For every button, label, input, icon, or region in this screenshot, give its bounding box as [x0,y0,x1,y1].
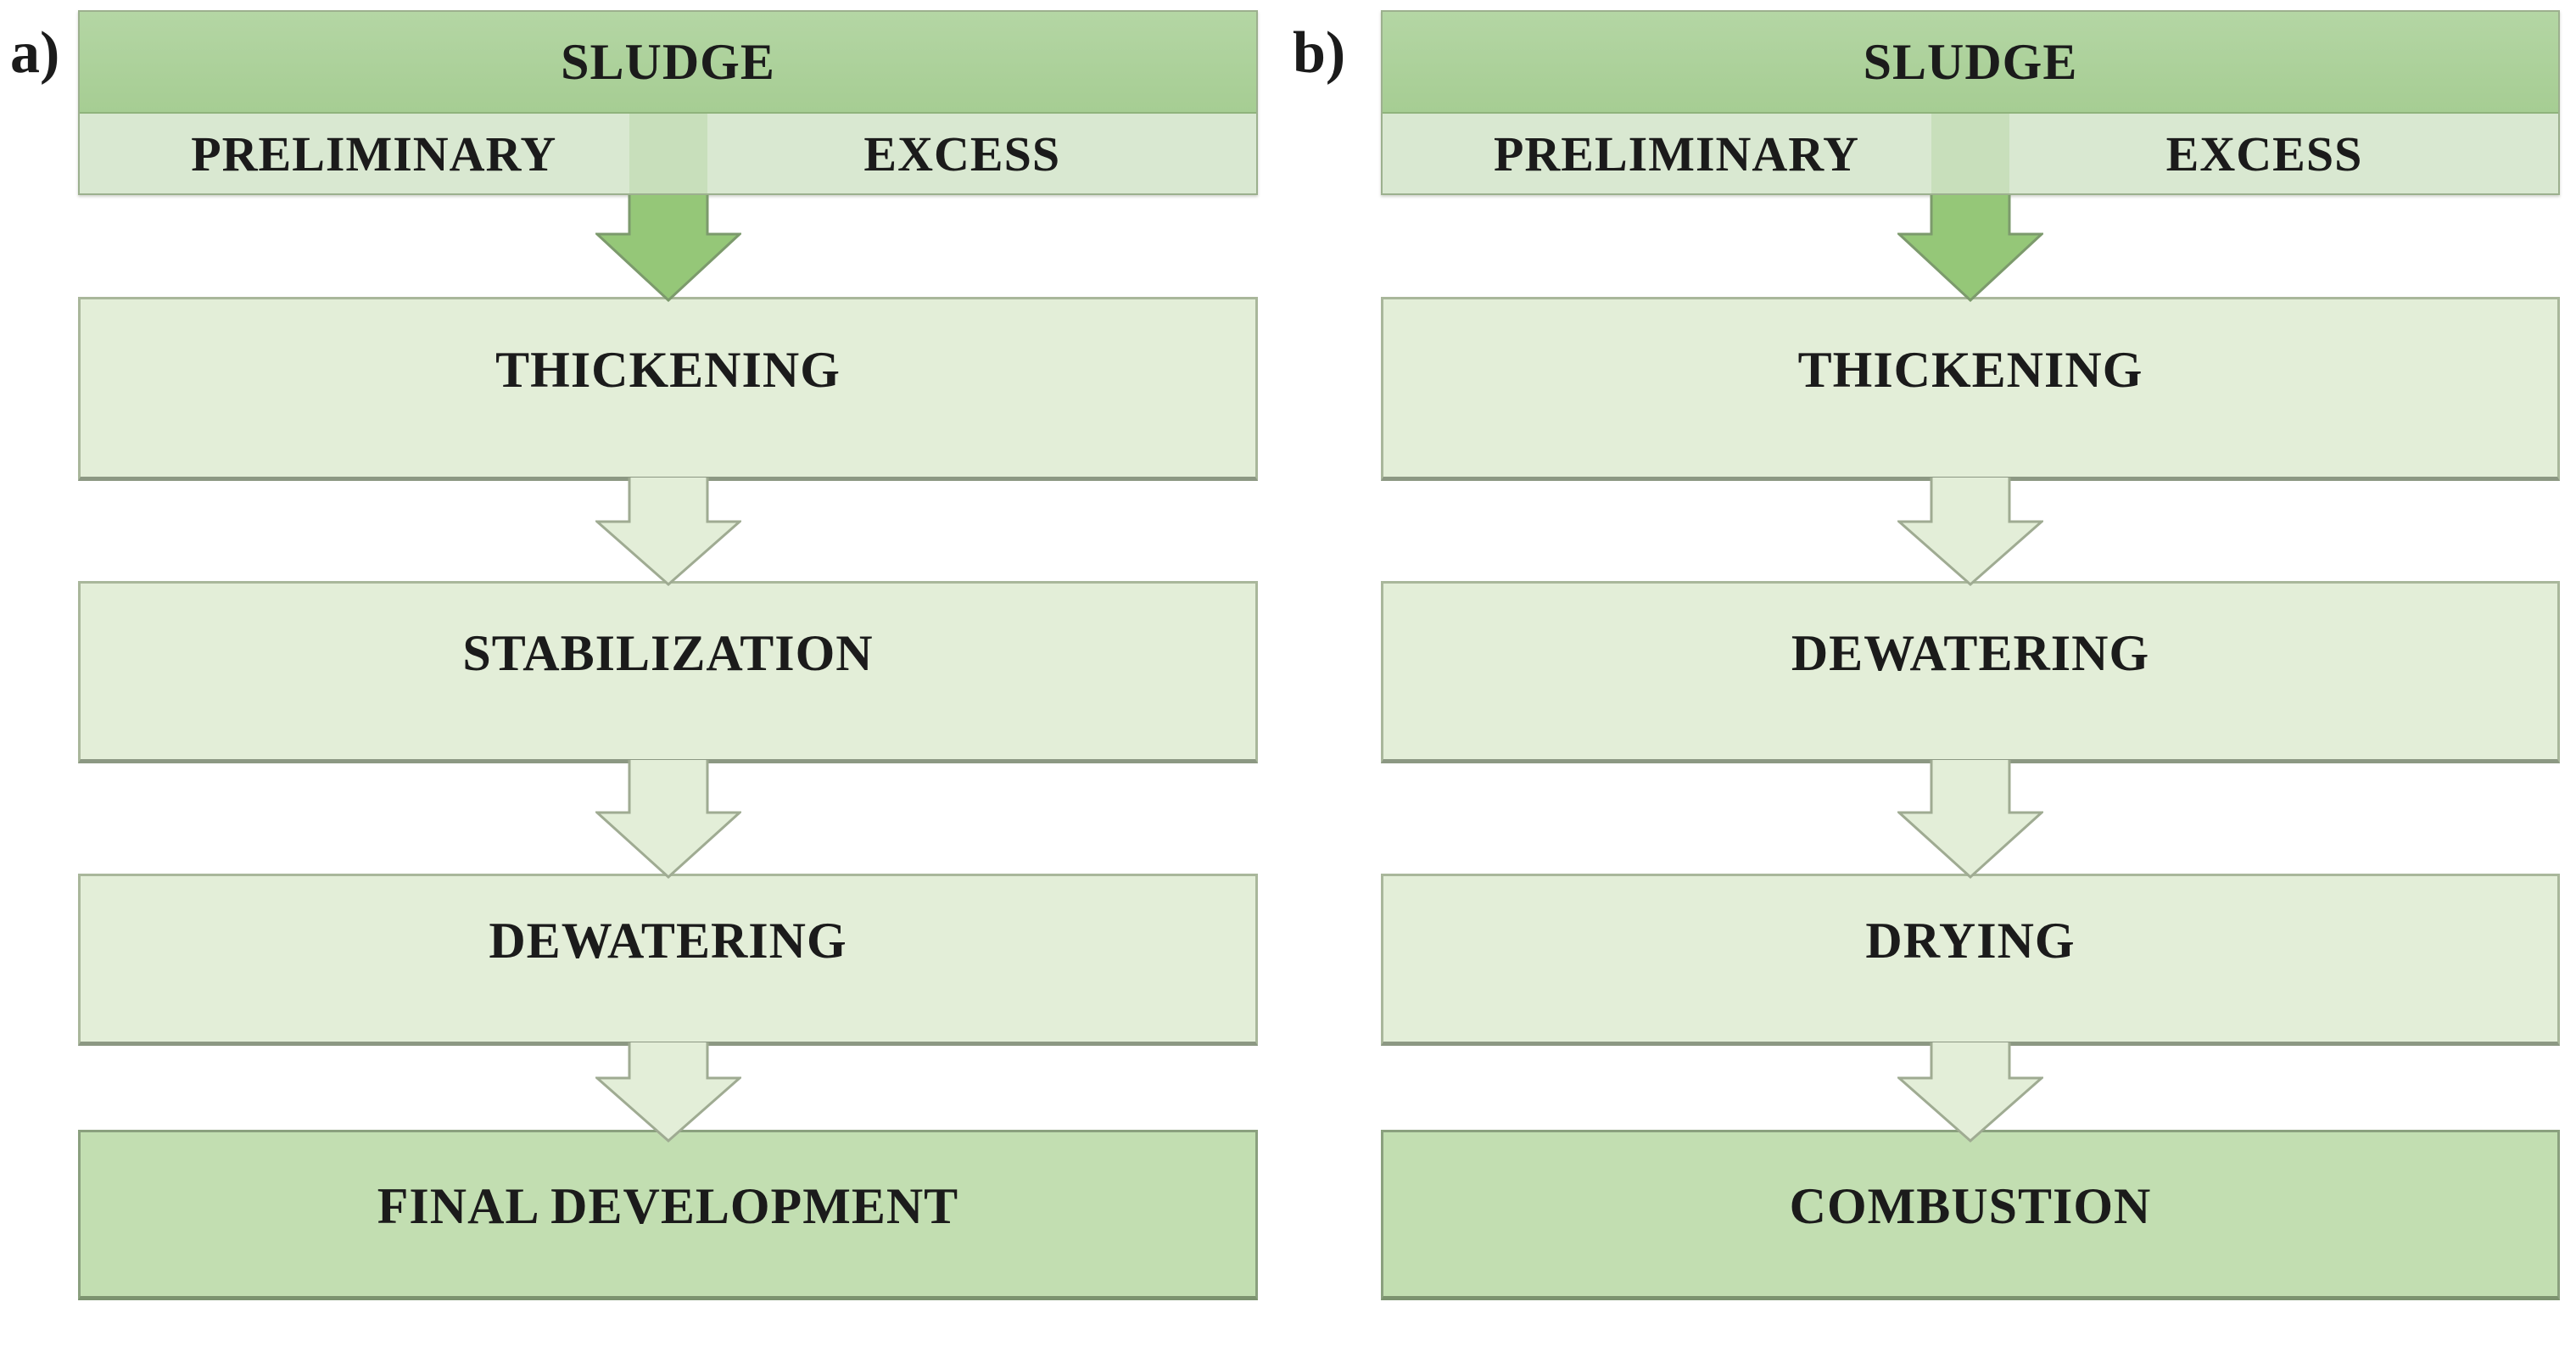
panel-a-label: a) [10,20,60,86]
panel-b-label: b) [1293,20,1346,86]
step-box-stabilization: STABILIZATION [78,581,1258,763]
sludge-header: SLUDGE PRELIMINARY EXCESS [1381,10,2560,195]
step-box-thickening: THICKENING [78,297,1258,481]
down-arrow-shape [595,1042,741,1142]
down-arrow-icon [1897,1042,2043,1142]
step-box-dewatering: DEWATERING [1381,581,2560,763]
sludge-title: SLUDGE [561,33,775,90]
step-label: THICKENING [1797,342,2143,398]
sludge-title-band: SLUDGE [80,12,1256,114]
down-arrow-shape [1897,478,2043,586]
step-label: STABILIZATION [462,625,874,681]
down-arrow-shape [1897,760,2043,879]
down-arrow-icon [1897,195,2043,302]
step-box-thickening: THICKENING [1381,297,2560,481]
down-arrow-icon [595,1042,741,1142]
final-step-label: COMBUSTION [1789,1178,2152,1234]
sub-item-excess: EXCESS [1970,114,2558,193]
sub-item-excess: EXCESS [668,114,1257,193]
sludge-sub-band: PRELIMINARY EXCESS [80,114,1256,193]
down-arrow-icon [595,478,741,586]
down-arrow-icon [1897,760,2043,879]
sludge-sub-band: PRELIMINARY EXCESS [1383,114,2558,193]
down-arrow-icon [595,195,741,302]
step-label: DEWATERING [1791,625,2150,681]
sub-item-preliminary: PRELIMINARY [80,114,668,193]
sub-item-excess-label: EXCESS [2165,126,2363,182]
step-box-dewatering: DEWATERING [78,874,1258,1046]
step-label: DEWATERING [489,913,847,969]
down-arrow-shape [595,478,741,586]
sub-item-preliminary-label: PRELIMINARY [191,126,557,182]
down-arrow-shape [595,195,741,302]
arrow-stem-strip [629,114,707,193]
final-step-box: FINAL DEVELOPMENT [78,1130,1258,1300]
arrow-stem-strip [1931,114,2009,193]
sludge-title: SLUDGE [1863,33,2078,90]
sub-item-excess-label: EXCESS [863,126,1061,182]
down-arrow-shape [1897,195,2043,302]
sub-item-preliminary: PRELIMINARY [1383,114,1970,193]
sub-item-preliminary-label: PRELIMINARY [1493,126,1860,182]
step-label: THICKENING [495,342,841,398]
down-arrow-icon [595,760,741,879]
step-label: DRYING [1865,913,2076,969]
step-box-drying: DRYING [1381,874,2560,1046]
down-arrow-icon [1897,478,2043,586]
final-step-box: COMBUSTION [1381,1130,2560,1300]
panel-a: SLUDGE PRELIMINARY EXCESS THICKENING STA… [78,10,1258,1300]
panel-b: SLUDGE PRELIMINARY EXCESS THICKENING DEW… [1381,10,2560,1300]
sludge-title-band: SLUDGE [1383,12,2558,114]
sludge-header: SLUDGE PRELIMINARY EXCESS [78,10,1258,195]
down-arrow-shape [595,760,741,879]
final-step-label: FINAL DEVELOPMENT [377,1178,959,1234]
down-arrow-shape [1897,1042,2043,1142]
